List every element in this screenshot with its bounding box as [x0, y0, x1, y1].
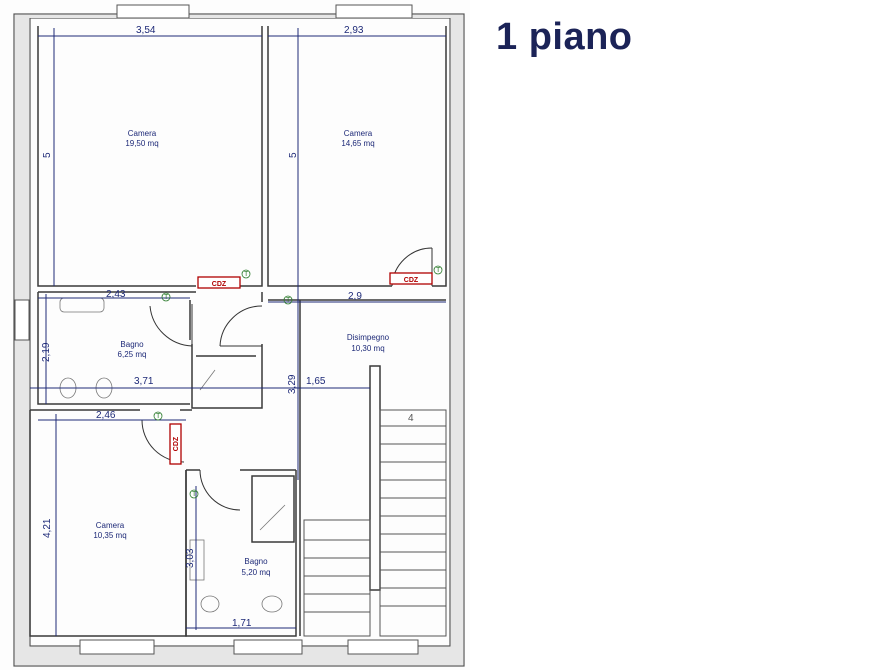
dim-camera-2-height: 5: [288, 152, 299, 158]
dim-top-left-width: 3,54: [136, 25, 156, 36]
room-name-bagno-2: Bagno: [244, 557, 268, 566]
thermostat-label-3: T: [164, 294, 169, 301]
room-name-bagno-1: Bagno: [120, 340, 144, 349]
dim-bagno-2-height: 3,03: [185, 548, 196, 568]
interior-walls: [29, 26, 447, 637]
thermostat-label-2: T: [436, 267, 441, 274]
dim-camera-3-height: 4,21: [42, 518, 53, 538]
dim-bagno-2-width: 1,71: [232, 618, 252, 629]
room-area-camera-2: 14,65 mq: [341, 139, 374, 148]
cdz-unit-1: CDZ: [197, 276, 241, 289]
dim-camera-1-height: 5: [42, 152, 53, 158]
floor-plan-area: 4 3,54 2,93 5 5 2,43 2,9 2,19 3,71 3,29 …: [13, 4, 465, 667]
room-name-camera-3: Camera: [96, 521, 125, 530]
cdz-label-1: CDZ: [212, 281, 227, 288]
stairs: [303, 409, 447, 637]
room-area-disimpegno: 10,30 mq: [351, 344, 384, 353]
room-name-camera-2: Camera: [344, 129, 373, 138]
cdz-label-3: CDZ: [173, 436, 180, 451]
dim-bagno-1-width: 2,43: [106, 289, 126, 300]
cdz-unit-3: CDZ: [169, 423, 182, 465]
dim-bagno-1-height: 2,19: [41, 342, 52, 362]
left-window: [14, 299, 30, 341]
dim-camera-3-width: 2,46: [96, 410, 116, 421]
dim-stair-width: 1,65: [306, 376, 326, 387]
cdz-label-2: CDZ: [404, 277, 419, 284]
dim-top-right-width: 2,93: [344, 25, 364, 36]
floor-plan: 4 3,54 2,93 5 5 2,43 2,9 2,19 3,71 3,29 …: [13, 4, 465, 667]
dim-disimpegno-width: 2,9: [348, 291, 362, 302]
thermostat-label-6: T: [192, 491, 197, 498]
dim-mid-width: 3,71: [134, 376, 154, 387]
windows: [79, 4, 419, 655]
room-name-disimpegno: Disimpegno: [347, 333, 390, 342]
outer-wall-fill: [15, 15, 463, 665]
outer-walls: [13, 13, 465, 667]
thermostat-label-5: T: [156, 413, 161, 420]
room-area-camera-1: 19,50 mq: [125, 139, 158, 148]
room-area-bagno-1: 6,25 mq: [118, 350, 147, 359]
dim-disimpegno-height: 3,29: [287, 374, 298, 394]
stair-number: 4: [408, 413, 414, 424]
page-title: 1 piano: [496, 16, 633, 58]
cdz-unit-2: CDZ: [389, 272, 433, 285]
room-name-camera-1: Camera: [128, 129, 157, 138]
thermostat-label-1: T: [244, 271, 249, 278]
room-area-bagno-2: 5,20 mq: [242, 568, 271, 577]
room-area-camera-3: 10,35 mq: [93, 531, 126, 540]
thermostat-marks: [153, 265, 443, 499]
dimension-lines: [30, 28, 446, 636]
thermostat-label-4: T: [286, 297, 291, 304]
